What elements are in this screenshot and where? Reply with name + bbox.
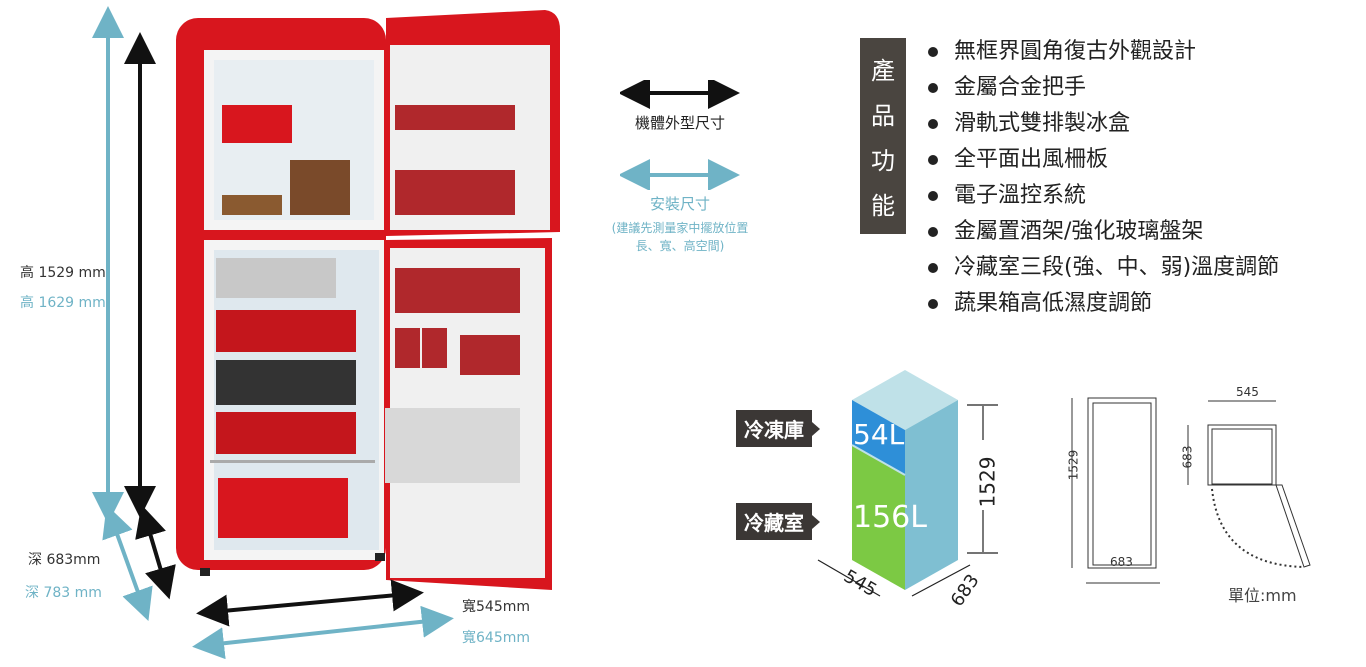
feature-text: 金屬合金把手 bbox=[954, 75, 1087, 100]
feature-text: 蔬果箱高低濕度調節 bbox=[954, 291, 1153, 316]
top-depth: 683 bbox=[1180, 445, 1195, 469]
heading-char: 產 bbox=[871, 57, 895, 85]
depth-install-label: 深 783 mm bbox=[25, 585, 102, 601]
height-body-label: 高 1529 mm bbox=[20, 265, 106, 281]
legend-install-label: 安裝尺寸 bbox=[649, 195, 710, 213]
side-height: 1529 bbox=[1066, 449, 1081, 481]
legend-install-note-1: (建議先測量家中擺放位置 bbox=[611, 221, 749, 235]
feature-item: 電子溫控系統 bbox=[928, 178, 1279, 214]
fridge-capacity: 156L bbox=[853, 500, 927, 535]
bullet-icon bbox=[928, 119, 938, 129]
capacity-height: 1529 bbox=[975, 456, 1000, 508]
heading-char: 能 bbox=[871, 192, 895, 220]
capacity-diagram bbox=[817, 370, 998, 597]
bullet-icon bbox=[928, 227, 938, 237]
bullet-icon bbox=[928, 83, 938, 93]
legend-body-label: 機體外型尺寸 bbox=[634, 114, 725, 132]
depth-body-label: 深 683mm bbox=[28, 552, 101, 568]
feature-text: 電子溫控系統 bbox=[954, 183, 1087, 208]
feature-item: 滑軌式雙排製冰盒 bbox=[928, 106, 1279, 142]
feature-item: 金屬置酒架/強化玻璃盤架 bbox=[928, 214, 1279, 250]
fridge-tag: 冷藏室 bbox=[736, 503, 820, 540]
freezer-capacity: 54L bbox=[853, 418, 905, 451]
bullet-icon bbox=[928, 155, 938, 165]
heading-char: 品 bbox=[871, 102, 895, 130]
height-install-label: 高 1629 mm bbox=[20, 295, 106, 311]
feature-text: 金屬置酒架/強化玻璃盤架 bbox=[954, 219, 1204, 244]
feature-text: 無框界圓角復古外觀設計 bbox=[954, 39, 1197, 64]
feature-list: 無框界圓角復古外觀設計 金屬合金把手 滑軌式雙排製冰盒 全平面出風柵板 電子溫控… bbox=[928, 34, 1279, 322]
legend-install-note-2: 長、寬、高空間) bbox=[635, 239, 725, 253]
unit-label: 單位:mm bbox=[1228, 586, 1297, 605]
top-width: 545 bbox=[1236, 385, 1259, 399]
feature-text: 冷藏室三段(強、中、弱)溫度調節 bbox=[954, 255, 1280, 280]
dimension-arrows bbox=[92, 6, 454, 660]
feature-item: 無框界圓角復古外觀設計 bbox=[928, 34, 1279, 70]
heading-char: 功 bbox=[871, 147, 895, 175]
width-install-label: 寬645mm bbox=[462, 630, 530, 646]
fridge-illustration bbox=[176, 10, 560, 590]
feature-item: 蔬果箱高低濕度調節 bbox=[928, 286, 1279, 322]
side-depth: 683 bbox=[1110, 555, 1133, 569]
feature-text: 全平面出風柵板 bbox=[954, 147, 1109, 172]
bullet-icon bbox=[928, 299, 938, 309]
bullet-icon bbox=[928, 47, 938, 57]
legend-arrows bbox=[620, 80, 740, 190]
technical-drawing bbox=[1071, 397, 1311, 584]
features-heading: 產 品 功 能 bbox=[860, 38, 906, 234]
feature-item: 全平面出風柵板 bbox=[928, 142, 1279, 178]
feature-item: 冷藏室三段(強、中、弱)溫度調節 bbox=[928, 250, 1279, 286]
feature-text: 滑軌式雙排製冰盒 bbox=[954, 111, 1131, 136]
feature-item: 金屬合金把手 bbox=[928, 70, 1279, 106]
bullet-icon bbox=[928, 263, 938, 273]
width-body-label: 寬545mm bbox=[462, 599, 530, 615]
freezer-tag: 冷凍庫 bbox=[736, 410, 820, 447]
bullet-icon bbox=[928, 191, 938, 201]
